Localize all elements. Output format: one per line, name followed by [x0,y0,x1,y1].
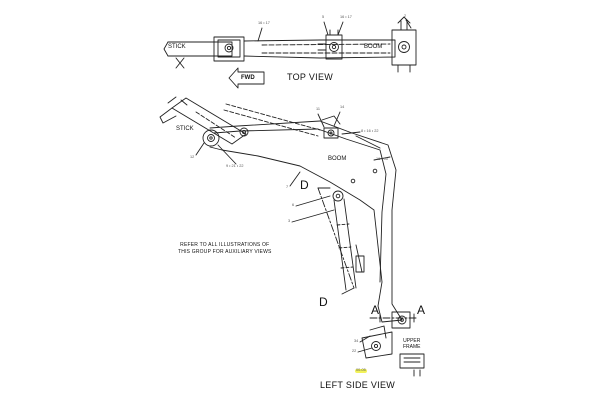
callout-6: 6 [292,203,295,207]
callout-3: 3 [288,219,291,223]
boom-label-side: BOOM [328,156,347,162]
section-a-right: A [417,303,426,317]
callout-16b: 16 • 05 [376,157,388,161]
callout-9: 9 • 21 • 22 [226,164,244,168]
callout-8: 8 • 16 • 22 [361,129,379,133]
callout-22: 22 [352,349,357,353]
fwd-label: FWD [241,75,255,81]
callout-top-3: 16 • 17 [340,15,352,19]
upper-frame-label: UPPER FRAME [403,338,421,350]
left-side-view-title: LEFT SIDE VIEW [320,380,396,390]
top-view-title: TOP VIEW [287,72,334,82]
figure-number-tag: 00-05 [355,368,367,373]
section-d-upper: D [300,178,309,192]
callout-7: 7 [286,185,289,189]
side-view-drawing [159,96,425,377]
callout-top-4: 2 [404,14,407,18]
callout-12: 12 [190,155,195,159]
top-view-drawing [163,16,417,73]
section-a-left: A [371,303,380,317]
stick-label-side: STICK [176,126,194,132]
boom-label-top: BOOM [364,44,383,50]
callout-34: 34 [354,339,359,343]
callout-top-2: 5 [322,15,325,19]
callout-top-1: 16 • 17 [258,21,270,25]
section-d-lower: D [319,295,328,309]
auxiliary-views-note: REFER TO ALL ILLUSTRATIONS OF THIS GROUP… [178,242,272,255]
stick-label-top: STICK [168,44,186,50]
callout-11: 11 [316,107,320,111]
callout-14: 14 [340,105,345,109]
forward-arrow [228,67,265,89]
